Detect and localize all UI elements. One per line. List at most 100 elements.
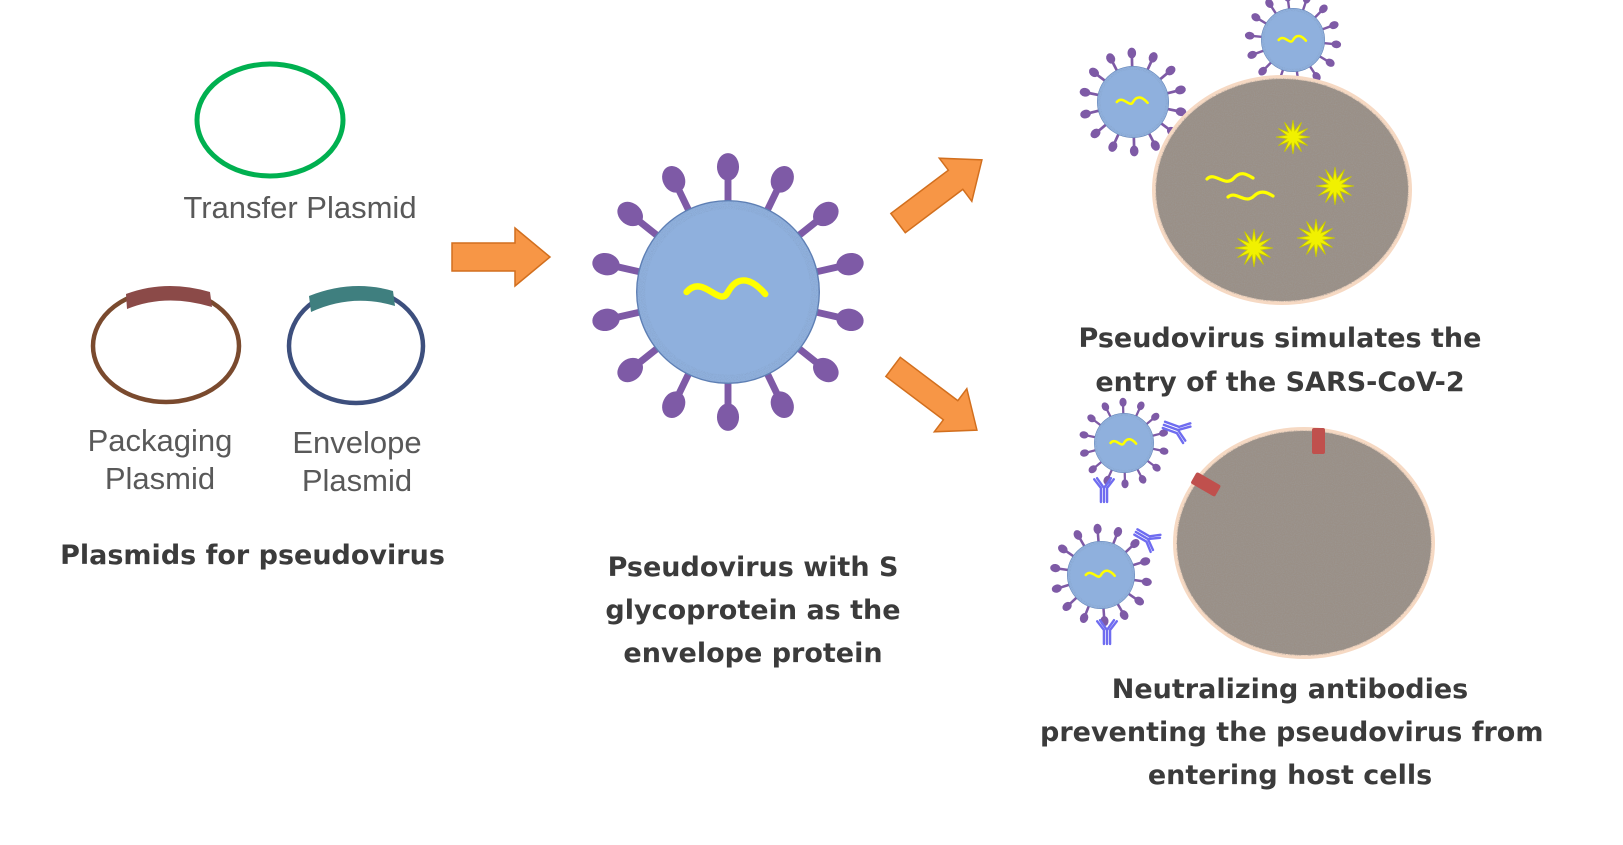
spike-head xyxy=(716,153,740,181)
spike-head xyxy=(1329,21,1339,30)
rna-genome xyxy=(683,277,769,300)
pseudovirus-caption: Pseudovirus with S glycoprotein as the e… xyxy=(605,552,901,669)
spike-head xyxy=(617,357,643,383)
released-rna xyxy=(1205,172,1275,201)
antibody-icon xyxy=(1133,528,1162,554)
spike-head xyxy=(716,403,740,431)
spike-head xyxy=(813,201,839,227)
plasmids-caption: Plasmids for pseudovirus xyxy=(60,540,445,571)
spike-head xyxy=(1150,140,1160,151)
spike-head xyxy=(1148,52,1158,63)
spike-head xyxy=(1079,431,1089,439)
spike-head xyxy=(1325,58,1335,67)
spike-head xyxy=(1058,544,1068,554)
pseudovirus-neutralized-1 xyxy=(1079,397,1169,489)
reporter-signal-icon xyxy=(1234,228,1274,268)
spike-head xyxy=(1090,128,1101,139)
spike-head xyxy=(1159,429,1168,437)
packaging-plasmid-label: Packaging Plasmid xyxy=(87,423,233,496)
spike-head xyxy=(1331,40,1342,49)
rna-genome xyxy=(1084,569,1117,578)
spike-head xyxy=(1244,31,1255,40)
receptor xyxy=(1191,472,1221,497)
rna-genome xyxy=(1109,438,1138,446)
envelope-plasmid-label: Envelope Plasmid xyxy=(292,425,422,498)
spike-head xyxy=(770,165,794,193)
spike-head xyxy=(836,252,864,276)
envelope-plasmid xyxy=(286,286,426,406)
spike-head xyxy=(1113,526,1123,537)
envelope-insert xyxy=(309,286,395,312)
spike-head xyxy=(1151,412,1160,421)
neutralization-caption: Neutralizing antibodies preventing the p… xyxy=(1040,674,1544,791)
spike-head xyxy=(1121,479,1129,489)
spike-head xyxy=(1080,449,1089,457)
pseudovirus-neutralized-2 xyxy=(1050,523,1152,627)
spike-head xyxy=(1258,66,1267,76)
spike-head xyxy=(1319,4,1328,14)
spike-head xyxy=(1088,465,1097,474)
arrow-virus-to-neutralization xyxy=(884,356,978,433)
spike-head xyxy=(1087,414,1096,423)
arrow-plasmids-to-virus xyxy=(451,226,552,288)
spike-head xyxy=(662,165,686,193)
spike-head xyxy=(1140,557,1151,566)
reporter-signal-icon xyxy=(1315,166,1355,206)
spike-head xyxy=(1138,474,1147,484)
transfer-plasmid-label: Transfer Plasmid xyxy=(183,190,417,225)
spike-head xyxy=(1093,523,1102,534)
entry-caption: Pseudovirus simulates the entry of the S… xyxy=(1078,323,1482,398)
host-cell-neutralization xyxy=(1173,427,1435,659)
spike-head xyxy=(1175,85,1186,95)
pseudovirus-approaching-2 xyxy=(1244,0,1342,88)
spike-head xyxy=(1130,538,1140,549)
host-cell-entry xyxy=(1152,75,1412,305)
spike-head xyxy=(770,391,794,419)
packaging-insert xyxy=(126,285,212,309)
spike-head xyxy=(1062,601,1072,612)
antibody-icon xyxy=(1096,619,1118,646)
spike-head xyxy=(617,201,643,227)
spike-head xyxy=(1265,0,1274,8)
spike-head xyxy=(662,391,686,419)
spike-head xyxy=(1134,596,1144,606)
spike-head xyxy=(1137,401,1145,411)
spike-head xyxy=(1251,13,1261,22)
spike-head xyxy=(1119,610,1129,620)
spike-head xyxy=(813,357,839,383)
spike-head xyxy=(1051,584,1062,593)
reporter-signal-icon xyxy=(1275,119,1311,155)
pseudovirus-center xyxy=(592,153,864,431)
spike-head xyxy=(1079,87,1091,97)
transfer-plasmid xyxy=(194,61,346,179)
spike-head xyxy=(1247,50,1257,59)
spike-head xyxy=(1088,67,1100,78)
spike-head xyxy=(1101,402,1110,412)
spike-head xyxy=(1127,47,1137,59)
pseudovirus-approaching-1 xyxy=(1079,47,1187,157)
spike-head xyxy=(1159,447,1169,455)
spike-head xyxy=(1175,107,1187,117)
spike-head xyxy=(1106,53,1116,64)
rna-genome xyxy=(1277,34,1308,43)
arrow-virus-to-entry xyxy=(889,157,983,234)
spike-head xyxy=(1108,141,1118,152)
spike-head xyxy=(1079,613,1089,624)
spike-head xyxy=(592,308,620,332)
spike-head xyxy=(1073,530,1083,540)
spike-head xyxy=(1302,0,1311,4)
packaging-plasmid xyxy=(90,287,242,405)
rna-genome xyxy=(1115,96,1149,105)
antibody-icon xyxy=(1093,477,1115,504)
receptor xyxy=(1312,428,1325,454)
spike-head xyxy=(1165,65,1176,76)
spike-head xyxy=(1080,109,1091,119)
reporter-signal-icon xyxy=(1296,218,1336,258)
spike-head xyxy=(1152,463,1161,472)
spike-head xyxy=(1141,577,1152,587)
spike-head xyxy=(1129,145,1139,157)
spike-head xyxy=(592,252,620,276)
spike-head xyxy=(1119,397,1127,407)
spike-head xyxy=(836,308,864,332)
